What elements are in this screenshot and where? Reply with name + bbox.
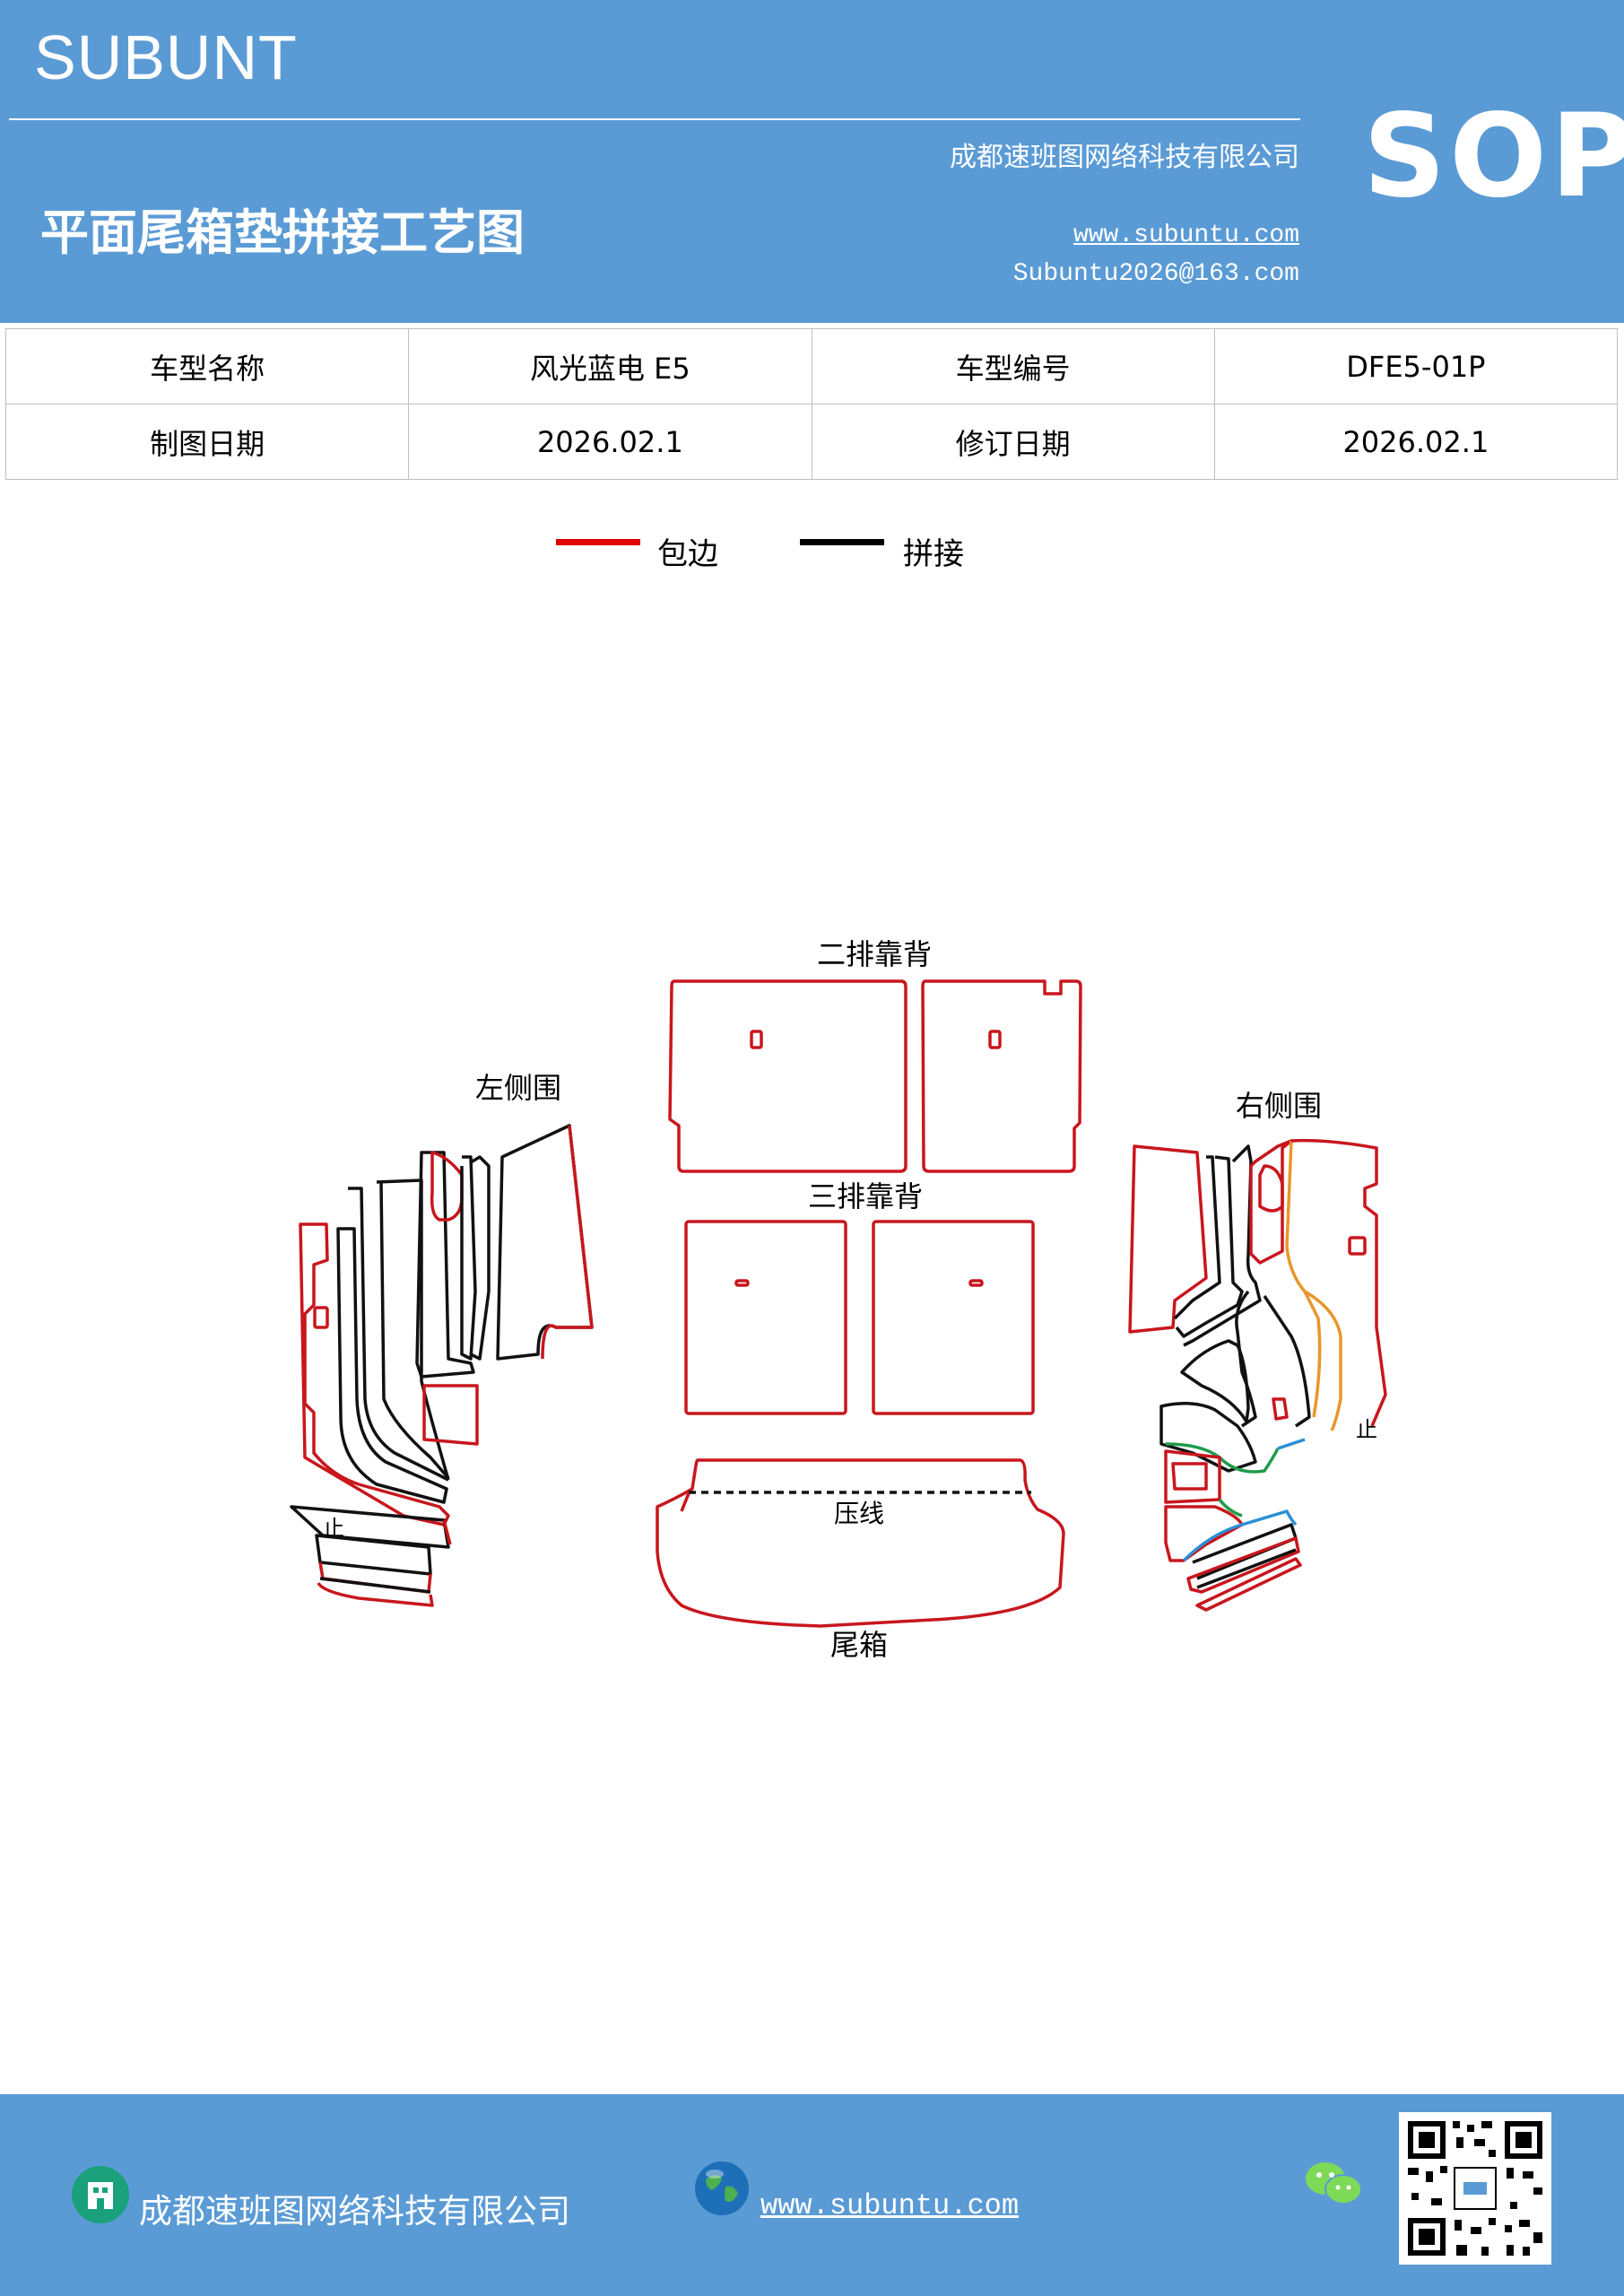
header-banner: SUBUNT 成都速班图网络科技有限公司 平面尾箱垫拼接工艺图 www.subu… bbox=[0, 0, 1624, 323]
label-right-side: 右侧围 bbox=[1236, 1089, 1322, 1123]
table-cell-value: DFE5-01P bbox=[1213, 328, 1619, 404]
globe-icon bbox=[693, 2160, 751, 2217]
table-row: 制图日期 2026.02.1 修订日期 2026.02.1 bbox=[4, 404, 1619, 480]
label-third-row-back: 三排靠背 bbox=[808, 1179, 923, 1213]
label-press-line: 压线 bbox=[834, 1499, 884, 1528]
slot bbox=[968, 1279, 984, 1287]
header-company: 成都速班图网络科技有限公司 bbox=[950, 142, 1299, 173]
table-cell-label: 修订日期 bbox=[811, 404, 1215, 480]
table-cell-label: 制图日期 bbox=[4, 404, 410, 480]
header-website-link[interactable]: www.subuntu.com bbox=[1073, 222, 1299, 249]
footer-company: 成都速班图网络科技有限公司 bbox=[139, 2192, 570, 2231]
second-row-back-left bbox=[668, 979, 908, 1173]
label-stop-right: 止 bbox=[1356, 1417, 1377, 1442]
header-email: Subuntu2026@163.com bbox=[1012, 260, 1299, 288]
legend-label-edge: 包边 bbox=[657, 536, 718, 572]
slot bbox=[750, 1030, 763, 1049]
right-side-pieces bbox=[1128, 1138, 1387, 1612]
header-divider bbox=[9, 118, 1300, 120]
footer-website-link[interactable]: www.subuntu.com bbox=[760, 2189, 1020, 2222]
table-cell-value: 风光蓝电 E5 bbox=[408, 328, 812, 404]
trunk-piece bbox=[656, 1458, 1065, 1628]
slot bbox=[988, 1030, 1002, 1049]
splice-diagram: 二排靠背 三排靠背 左侧围 右侧围 尾箱 压线 止 止 bbox=[290, 937, 1387, 1662]
third-row-back-pieces bbox=[684, 1220, 1035, 1415]
label-stop-left: 止 bbox=[323, 1516, 344, 1541]
qr-code[interactable] bbox=[1399, 2112, 1551, 2265]
label-trunk: 尾箱 bbox=[830, 1628, 888, 1662]
third-row-back-right bbox=[872, 1220, 1035, 1415]
second-row-back-right bbox=[921, 979, 1082, 1173]
table-row: 车型名称 风光蓝电 E5 车型编号 DFE5-01P bbox=[4, 328, 1619, 404]
info-table: 车型名称 风光蓝电 E5 车型编号 DFE5-01P 制图日期 2026.02.… bbox=[4, 328, 1619, 480]
table-cell-label: 车型编号 bbox=[811, 328, 1215, 404]
page-title: 平面尾箱垫拼接工艺图 bbox=[40, 204, 525, 261]
legend-label-seam: 拼接 bbox=[903, 536, 964, 572]
sop-badge: SOP bbox=[1363, 90, 1624, 223]
footer-banner: 成都速班图网络科技有限公司 www.subuntu.com bbox=[0, 2094, 1624, 2296]
left-side-pieces bbox=[290, 1124, 594, 1607]
table-cell-value: 2026.02.1 bbox=[408, 404, 812, 480]
third-row-back-left bbox=[684, 1220, 847, 1415]
slot bbox=[734, 1279, 750, 1287]
table-cell-value: 2026.02.1 bbox=[1213, 404, 1619, 480]
label-left-side: 左侧围 bbox=[475, 1071, 561, 1105]
wechat-icon bbox=[1302, 2157, 1365, 2211]
diagram-labels: 二排靠背 三排靠背 左侧围 右侧围 尾箱 压线 止 止 bbox=[323, 937, 1377, 1662]
legend-swatch-seam bbox=[800, 539, 884, 545]
legend: 包边 拼接 bbox=[0, 529, 1624, 574]
second-row-back-pieces bbox=[668, 979, 1082, 1173]
table-cell-label: 车型名称 bbox=[4, 328, 410, 404]
building-icon bbox=[72, 2166, 129, 2223]
label-second-row-back: 二排靠背 bbox=[817, 937, 932, 971]
legend-swatch-edge bbox=[556, 539, 640, 545]
brand-name: SUBUNT bbox=[34, 22, 298, 92]
